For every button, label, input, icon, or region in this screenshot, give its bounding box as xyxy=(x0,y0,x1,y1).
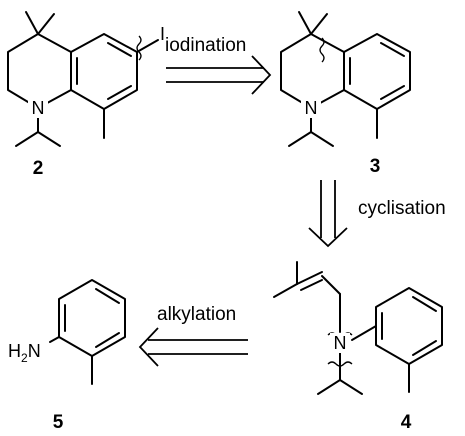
compound-2-nitrogen: N xyxy=(32,98,45,118)
compound-number-3: 3 xyxy=(370,156,381,177)
compound-5-structure xyxy=(49,279,126,385)
compound-number-5: 5 xyxy=(53,412,64,433)
compound-number-2: 2 xyxy=(33,158,44,179)
compound-4-structure xyxy=(273,261,443,395)
disconnection-mark xyxy=(327,361,353,367)
step-label-iodination: iodination xyxy=(165,35,246,56)
retro-arrow-alkylation xyxy=(138,327,248,367)
compound-2-structure xyxy=(7,11,159,147)
retro-arrow-cyclisation xyxy=(308,180,348,248)
compound-3-nitrogen: N xyxy=(305,98,318,118)
retro-arrow-iodination xyxy=(166,55,272,95)
compound-5-amine: H2N xyxy=(8,341,41,365)
step-label-alkylation: alkylation xyxy=(157,304,236,325)
compound-2-iodine: I xyxy=(160,24,165,44)
step-label-cyclisation: cyclisation xyxy=(358,198,446,219)
compound-3-structure xyxy=(280,11,411,147)
compound-4-nitrogen: N xyxy=(334,333,347,353)
disconnection-mark xyxy=(136,35,142,61)
disconnection-mark xyxy=(319,37,325,63)
compound-number-4: 4 xyxy=(401,412,412,433)
